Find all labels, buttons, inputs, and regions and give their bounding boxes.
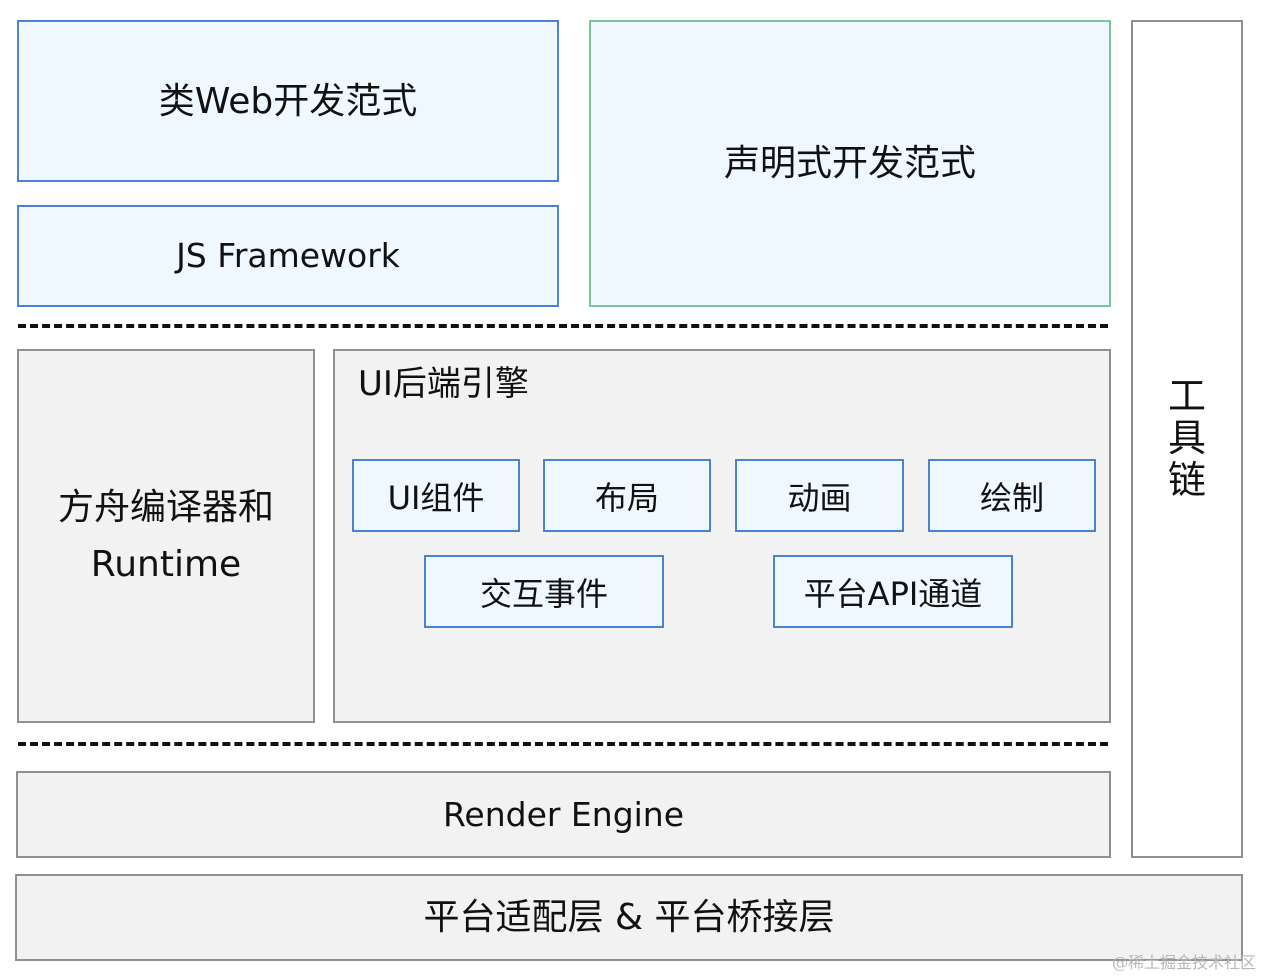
toolchain-char: 具 [1167, 416, 1206, 461]
toolchain-box: 工 具 链 [1131, 20, 1243, 858]
compiler-runtime-box: 方舟编译器和 Runtime [17, 349, 315, 723]
declarative-dev-paradigm-box: 声明式开发范式 [589, 20, 1111, 307]
drawing-label: 绘制 [979, 478, 1044, 517]
platform-api-channel-box: 平台API通道 [773, 555, 1013, 628]
ui-component-label: UI组件 [387, 478, 485, 517]
declarative-dev-paradigm-label: 声明式开发范式 [723, 143, 976, 184]
interaction-events-box: 交互事件 [424, 555, 664, 628]
compiler-runtime-line2: Runtime [90, 544, 242, 585]
animation-box: 动画 [735, 459, 904, 532]
toolchain-char: 工 [1167, 374, 1206, 419]
compiler-runtime-line1: 方舟编译器和 [57, 487, 274, 528]
ui-component-box: UI组件 [352, 459, 520, 532]
render-engine-label: Render Engine [442, 794, 685, 834]
ui-backend-engine-box [333, 349, 1111, 723]
render-engine-box: Render Engine [16, 771, 1111, 858]
animation-label: 动画 [787, 478, 852, 517]
interaction-events-label: 交互事件 [479, 574, 608, 613]
ui-backend-engine-title: UI后端引擎 [358, 364, 529, 404]
watermark-text: @稀土掘金技术社区 [1111, 953, 1256, 972]
upper-dashed-divider [18, 324, 1108, 328]
toolchain-label: 工 具 链 [1167, 374, 1206, 502]
platform-api-channel-label: 平台API通道 [803, 574, 983, 613]
web-dev-paradigm-box: 类Web开发范式 [17, 20, 559, 182]
drawing-box: 绘制 [928, 459, 1096, 532]
js-framework-label: JS Framework [176, 236, 400, 276]
compiler-runtime-label: 方舟编译器和 Runtime [58, 485, 274, 587]
layout-box: 布局 [543, 459, 711, 532]
platform-adaptation-bridge-box: 平台适配层 & 平台桥接层 [15, 874, 1243, 961]
web-dev-paradigm-label: 类Web开发范式 [158, 80, 418, 122]
platform-adaptation-bridge-label: 平台适配层 & 平台桥接层 [423, 897, 835, 938]
js-framework-box: JS Framework [17, 205, 559, 307]
lower-dashed-divider [18, 742, 1108, 746]
layout-label: 布局 [594, 478, 659, 517]
toolchain-char: 链 [1167, 457, 1206, 502]
